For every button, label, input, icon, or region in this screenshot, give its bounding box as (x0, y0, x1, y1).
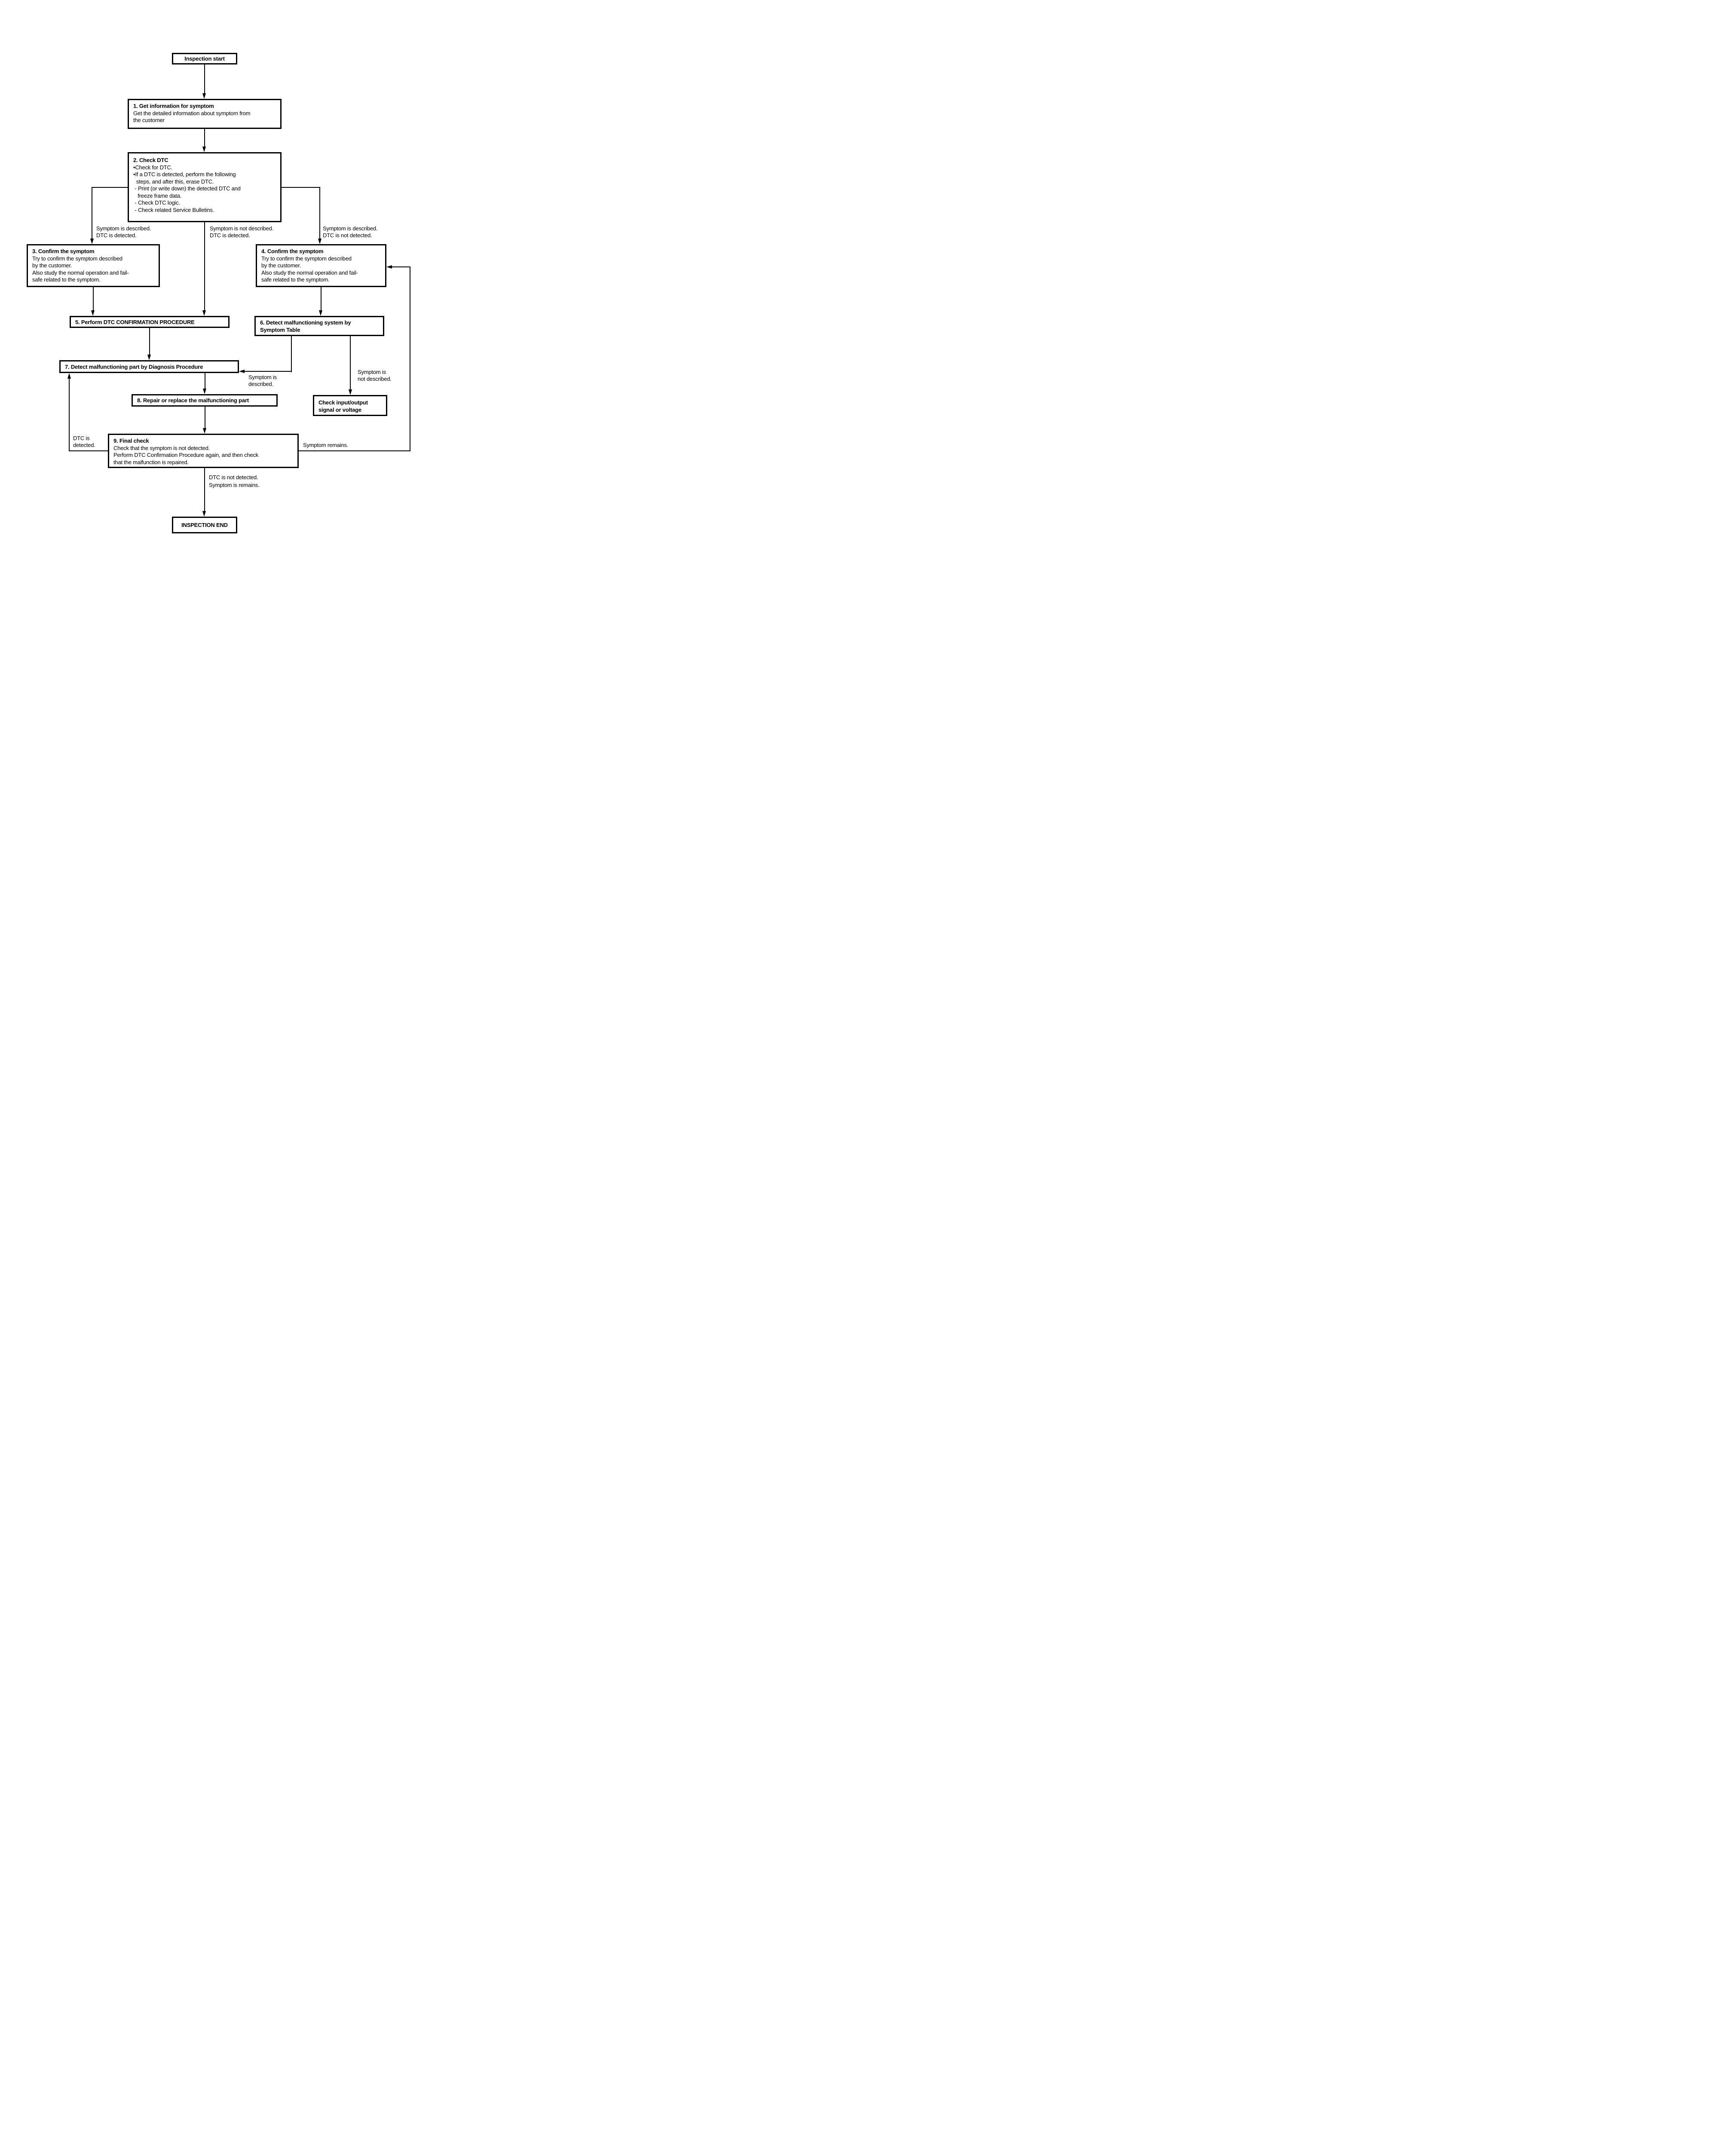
arrowhead-into-checkio (349, 389, 352, 395)
step1-title: 1. Get information for symptom (133, 103, 214, 109)
connector-step2-right-h (282, 187, 320, 188)
connector-step6-to-step7-h (244, 371, 292, 372)
label-dtc-detected: DTC is detected. (73, 435, 95, 448)
step3-body: Try to confirm the symptom described by … (32, 255, 129, 283)
connector-step2-to-step5 (204, 222, 205, 310)
flowchart-canvas: Inspection start 1. Get information for … (0, 0, 434, 588)
node-step3: 3. Confirm the symptom Try to confirm th… (27, 244, 160, 287)
step1-body: Get the detailed information about sympt… (133, 110, 251, 124)
step6-title: 6. Detect malfunctioning system by Sympt… (260, 319, 351, 333)
feedback-symptom-remains-h1 (299, 450, 410, 451)
step9-body: Check that the symptom is not detected. … (113, 444, 259, 465)
connector-step6-down-left (291, 336, 292, 372)
connector-step2-to-step4 (319, 187, 320, 239)
node-step4: 4. Confirm the symptom Try to confirm th… (256, 244, 386, 287)
arrowhead-into-step1 (202, 93, 206, 99)
step9-title: 9. Final check (113, 438, 149, 444)
label-branch-right: Symptom is described. DTC is not detecte… (323, 225, 378, 239)
arrowhead-into-step9 (203, 428, 206, 434)
label-dtc-not-detected: DTC is not detected. Symptom is remains. (209, 474, 260, 488)
step5-title: 5. Perform DTC CONFIRMATION PROCEDURE (75, 319, 195, 325)
step7-title: 7. Detect malfunctioning part by Diagnos… (65, 364, 203, 370)
label-symptom-not-described: Symptom is not described. (358, 369, 392, 382)
arrowhead-into-step2 (202, 147, 206, 152)
node-step6: 6. Detect malfunctioning system by Sympt… (254, 316, 384, 336)
label-branch-mid: Symptom is not described. DTC is detecte… (210, 225, 274, 239)
arrowhead-into-end (202, 511, 206, 517)
step4-body: Try to confirm the symptom described by … (261, 255, 358, 283)
check-io-title: Check input/output signal or voltage (318, 399, 368, 413)
step3-title: 3. Confirm the symptom (32, 248, 95, 254)
feedback-symptom-remains-h2 (392, 266, 410, 267)
arrowhead-into-step3 (90, 239, 94, 244)
step4-title: 4. Confirm the symptom (261, 248, 324, 254)
arrowhead-into-step7-right (239, 370, 245, 373)
arrowhead-into-step8 (203, 389, 206, 394)
arrowhead-into-step7 (147, 355, 151, 360)
node-check-io: Check input/output signal or voltage (313, 395, 387, 416)
node-inspection-start: Inspection start (172, 53, 237, 64)
connector-step1-to-step2 (204, 129, 205, 147)
label-symptom-remains: Symptom remains. (303, 442, 349, 448)
connector-step6-to-checkio (350, 336, 351, 389)
arrowhead-into-step7-bottom (67, 373, 71, 379)
inspection-start-label: Inspection start (184, 55, 225, 62)
node-step7: 7. Detect malfunctioning part by Diagnos… (59, 360, 239, 373)
inspection-end-label: INSPECTION END (181, 522, 228, 528)
node-step5: 5. Perform DTC CONFIRMATION PROCEDURE (70, 316, 230, 328)
step2-body: •Check for DTC. •If a DTC is detected, p… (133, 164, 241, 213)
connector-step2-left-h (92, 187, 128, 188)
connector-step5-to-step7 (149, 328, 150, 355)
node-inspection-end: INSPECTION END (172, 517, 237, 533)
node-step2: 2. Check DTC •Check for DTC. •If a DTC i… (128, 152, 282, 222)
step2-title: 2. Check DTC (133, 157, 168, 163)
arrowhead-into-step5-mid (202, 310, 206, 316)
node-step9: 9. Final check Check that the symptom is… (108, 434, 299, 468)
connector-start-to-step1 (204, 64, 205, 93)
step8-title: 8. Repair or replace the malfunctioning … (137, 397, 249, 404)
connector-step9-to-end (204, 468, 205, 511)
arrowhead-into-step5-left (91, 310, 95, 316)
connector-step3-to-step5 (93, 287, 94, 310)
arrowhead-into-step4-right (386, 265, 392, 269)
arrowhead-into-step4 (318, 239, 321, 244)
node-step1: 1. Get information for symptom Get the d… (128, 99, 282, 129)
label-symptom-described: Symptom is described. (248, 374, 277, 387)
feedback-dtc-detected-h (69, 450, 108, 451)
label-branch-left: Symptom is described. DTC is detected. (96, 225, 151, 239)
arrowhead-into-step6 (319, 310, 322, 316)
node-step8: 8. Repair or replace the malfunctioning … (132, 394, 278, 407)
feedback-dtc-detected-v (69, 378, 70, 451)
